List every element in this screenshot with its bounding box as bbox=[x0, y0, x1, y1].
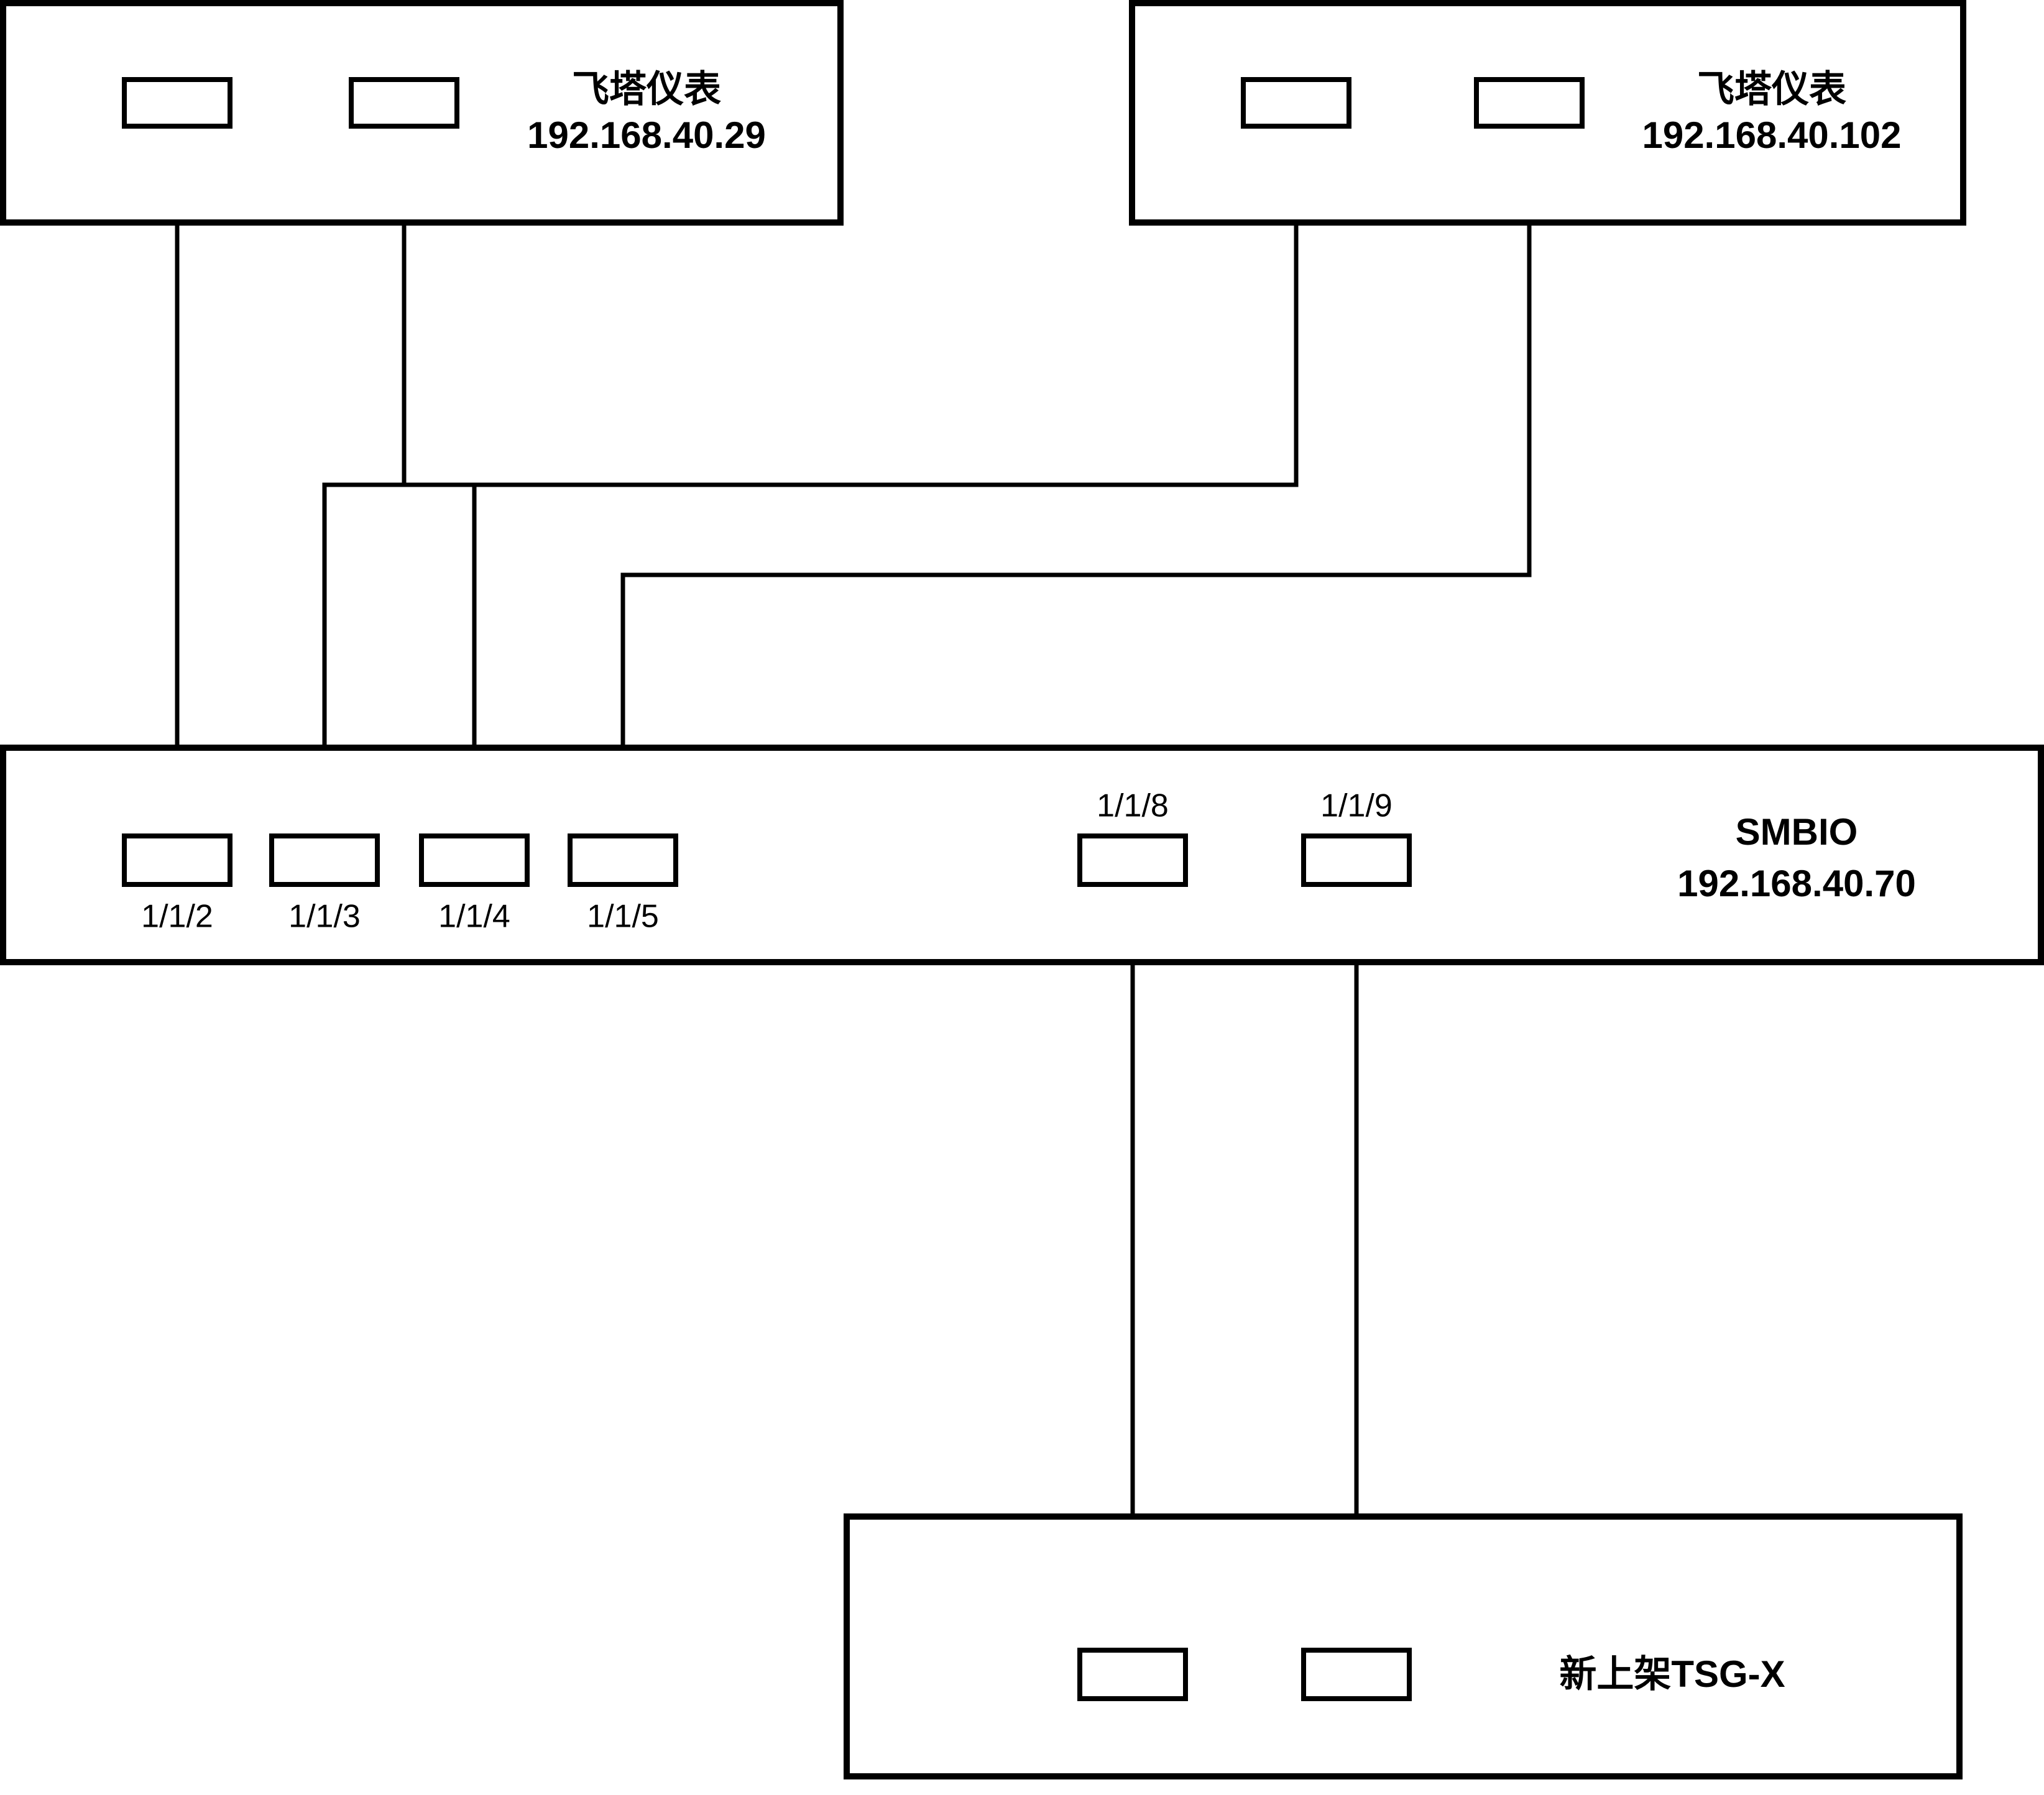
port-label-smbio-1-1-2: 1/1/2 bbox=[141, 899, 213, 935]
device-label-tsg-x: 新上架TSG-X bbox=[1559, 1653, 1785, 1695]
port-smbio-1-1-4[interactable] bbox=[419, 833, 530, 887]
port-label-smbio-1-1-5: 1/1/5 bbox=[587, 899, 659, 935]
port-label-smbio-1-1-9: 1/1/9 bbox=[1320, 788, 1393, 824]
device-label-fortigate-29-line2: 192.168.40.29 bbox=[527, 114, 766, 156]
port-label-smbio-1-1-3: 1/1/3 bbox=[288, 899, 361, 935]
port-smbio-1-1-3[interactable] bbox=[269, 833, 380, 887]
device-tsg-x[interactable]: 新上架TSG-X bbox=[844, 1513, 1963, 1779]
port-tsgx-p1[interactable] bbox=[1077, 1648, 1188, 1701]
port-label-smbio-1-1-8: 1/1/8 bbox=[1097, 788, 1169, 824]
device-smbio[interactable]: 1/1/2 1/1/3 1/1/4 1/1/5 1/1/8 1/1/9 SMBI… bbox=[0, 745, 2044, 965]
device-fortigate-102[interactable]: 飞塔仪表 192.168.40.102 bbox=[1129, 0, 1966, 226]
device-label-smbio-line1: SMBIO bbox=[1736, 811, 1858, 853]
port-fg102-p1[interactable] bbox=[1241, 77, 1351, 129]
device-label-fortigate-29-line1: 飞塔仪表 bbox=[572, 68, 721, 110]
link-smbio-p5-to-fg102p2 bbox=[620, 124, 1544, 836]
port-smbio-1-1-2[interactable] bbox=[122, 833, 232, 887]
device-label-fortigate-102-line1: 飞塔仪表 bbox=[1697, 68, 1846, 110]
port-fg29-p1[interactable] bbox=[122, 77, 232, 129]
port-smbio-1-1-9[interactable] bbox=[1301, 833, 1412, 887]
link-smbio-p3-to-fg102p1 bbox=[325, 126, 1299, 487]
device-fortigate-29[interactable]: 飞塔仪表 192.168.40.29 bbox=[0, 0, 844, 226]
port-tsgx-p2[interactable] bbox=[1301, 1648, 1412, 1701]
port-smbio-1-1-8[interactable] bbox=[1077, 833, 1188, 887]
device-label-smbio-line2: 192.168.40.70 bbox=[1677, 863, 1916, 904]
device-box-tsg-x[interactable] bbox=[844, 1513, 1963, 1779]
port-label-smbio-1-1-4: 1/1/4 bbox=[438, 899, 510, 935]
link-fg29p1-to-smbio-p2 bbox=[163, 126, 191, 836]
port-fg29-p2[interactable] bbox=[349, 77, 459, 129]
port-smbio-1-1-5[interactable] bbox=[568, 833, 678, 887]
device-label-fortigate-102-line2: 192.168.40.102 bbox=[1642, 114, 1901, 156]
port-fg102-p2[interactable] bbox=[1474, 77, 1585, 129]
